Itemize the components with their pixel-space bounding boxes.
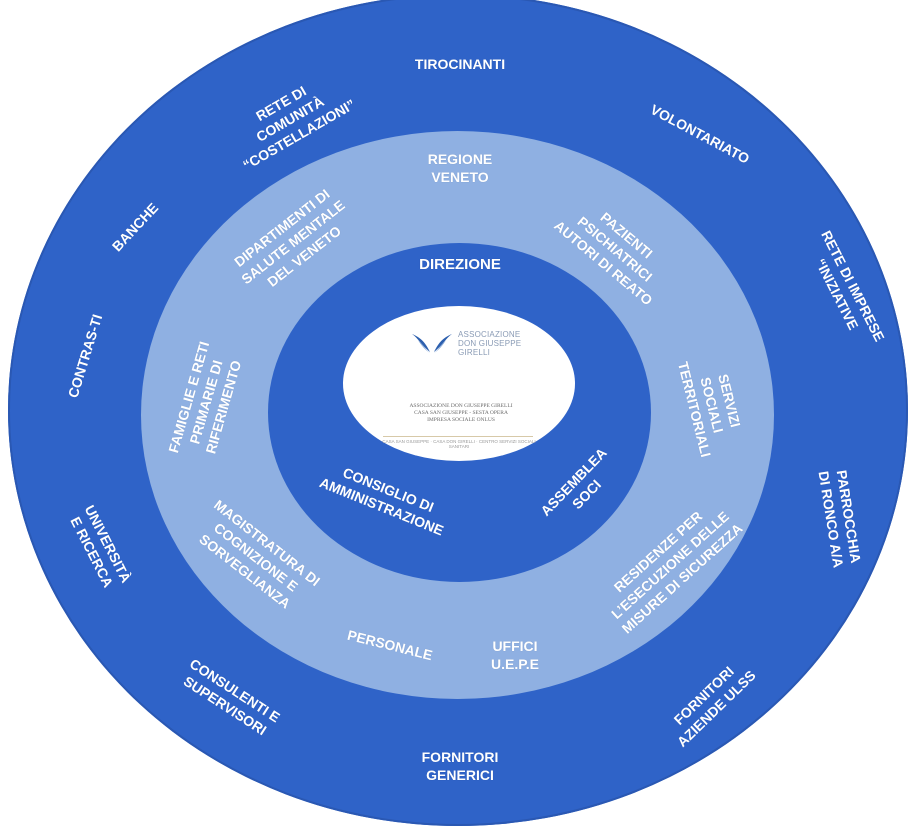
label-direzione: DIREZIONE [419, 256, 501, 273]
center-line-1: ASSOCIAZIONE DON GIUSEPPE GIRELLI [409, 403, 513, 409]
center-text: ASSOCIAZIONE DON GIUSEPPE GIRELLI CASA S… [383, 403, 539, 424]
organization-logo: ASSOCIAZIONE DON GIUSEPPE GIRELLI [410, 328, 550, 368]
center-disc [343, 306, 575, 461]
center-line-3: IMPRESA SOCIALE ONLUS [427, 417, 495, 423]
logo-line-2: DON GIUSEPPE [458, 339, 522, 348]
label-uffici-uepe: UFFICI U.E.P.E [491, 638, 539, 672]
label-tirocinanti: TIROCINANTI [414, 56, 506, 72]
logo-line-1: ASSOCIAZIONE [458, 330, 521, 339]
wings-icon [412, 334, 452, 353]
label-regione-veneto: REGIONE VENETO [427, 151, 493, 185]
center-footer: CASA SAN GIUSEPPE · CASA DON GIRELLI · C… [382, 439, 536, 449]
center-divider [383, 436, 533, 437]
logo-line-3: GIRELLI [458, 348, 491, 357]
label-fornitori-generici: FORNITORI GENERICI [421, 749, 499, 783]
logo-text: ASSOCIAZIONE DON GIUSEPPE GIRELLI [458, 330, 521, 357]
center-line-2: CASA SAN GIUSEPPE - SESTA OPERA [414, 410, 508, 416]
